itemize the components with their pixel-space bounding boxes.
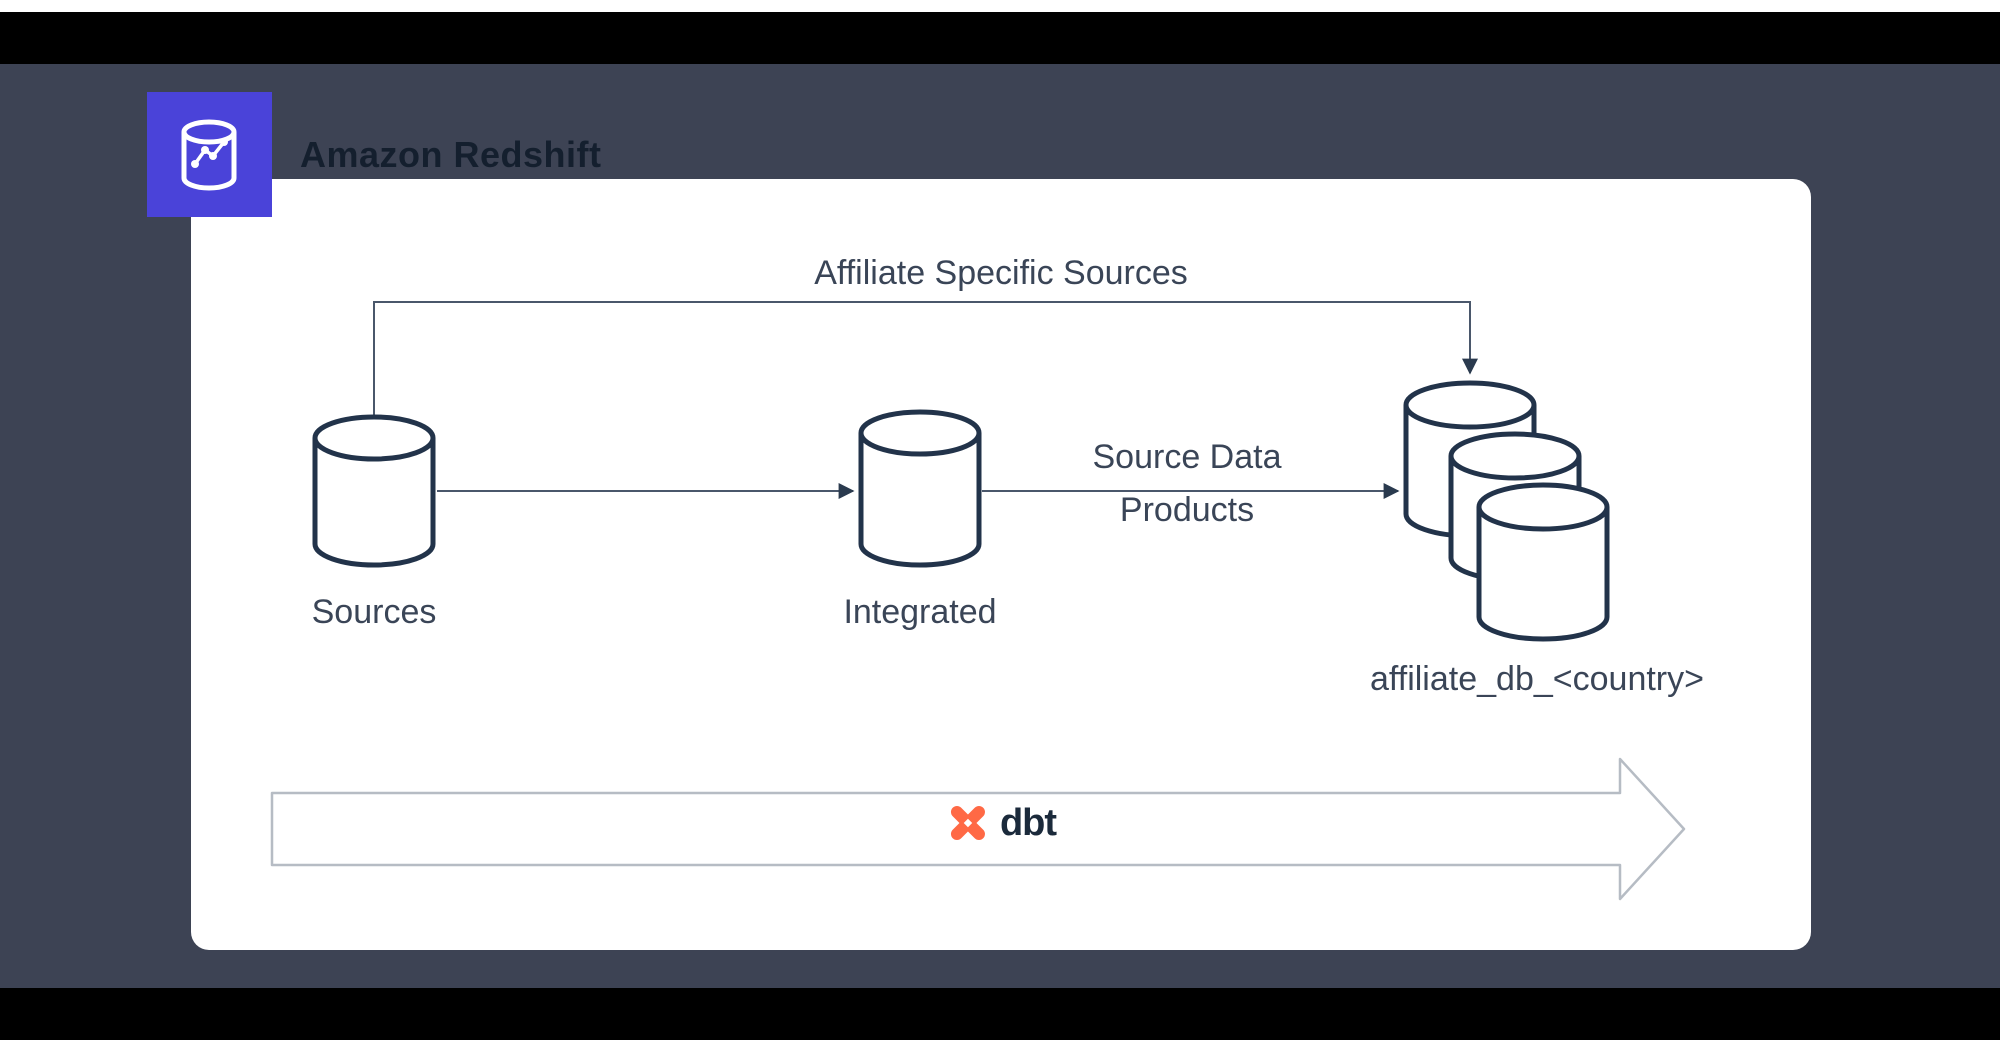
sources-node-label: Sources bbox=[311, 593, 437, 631]
redshift-icon bbox=[147, 92, 272, 217]
affiliate-sources-connector bbox=[373, 301, 1478, 415]
page-title: Amazon Redshift bbox=[300, 134, 602, 175]
sources-cylinder-icon bbox=[312, 414, 436, 568]
integrated-cylinder-icon bbox=[858, 409, 982, 568]
dbt-label: dbt bbox=[999, 801, 1057, 844]
affiliate-db-node-label: affiliate_db_<country> bbox=[1370, 660, 1704, 698]
affiliate-db-cylinder-front bbox=[1476, 482, 1610, 642]
diagram-canvas: Affiliate Specific Sources Sources Integ… bbox=[191, 179, 1811, 950]
source-data-products-label: Source Data Products bbox=[1092, 438, 1282, 529]
integrated-node-label: Integrated bbox=[843, 593, 997, 631]
affiliate-db-stack-icon bbox=[1403, 380, 1610, 642]
top-black-bar bbox=[0, 12, 2000, 64]
dbt-logo: dbt bbox=[946, 801, 1057, 845]
dbt-icon bbox=[950, 806, 985, 840]
redshift-database-icon bbox=[181, 119, 237, 191]
bottom-black-bar bbox=[0, 988, 2000, 1040]
affiliate-specific-sources-label: Affiliate Specific Sources bbox=[814, 254, 1188, 292]
